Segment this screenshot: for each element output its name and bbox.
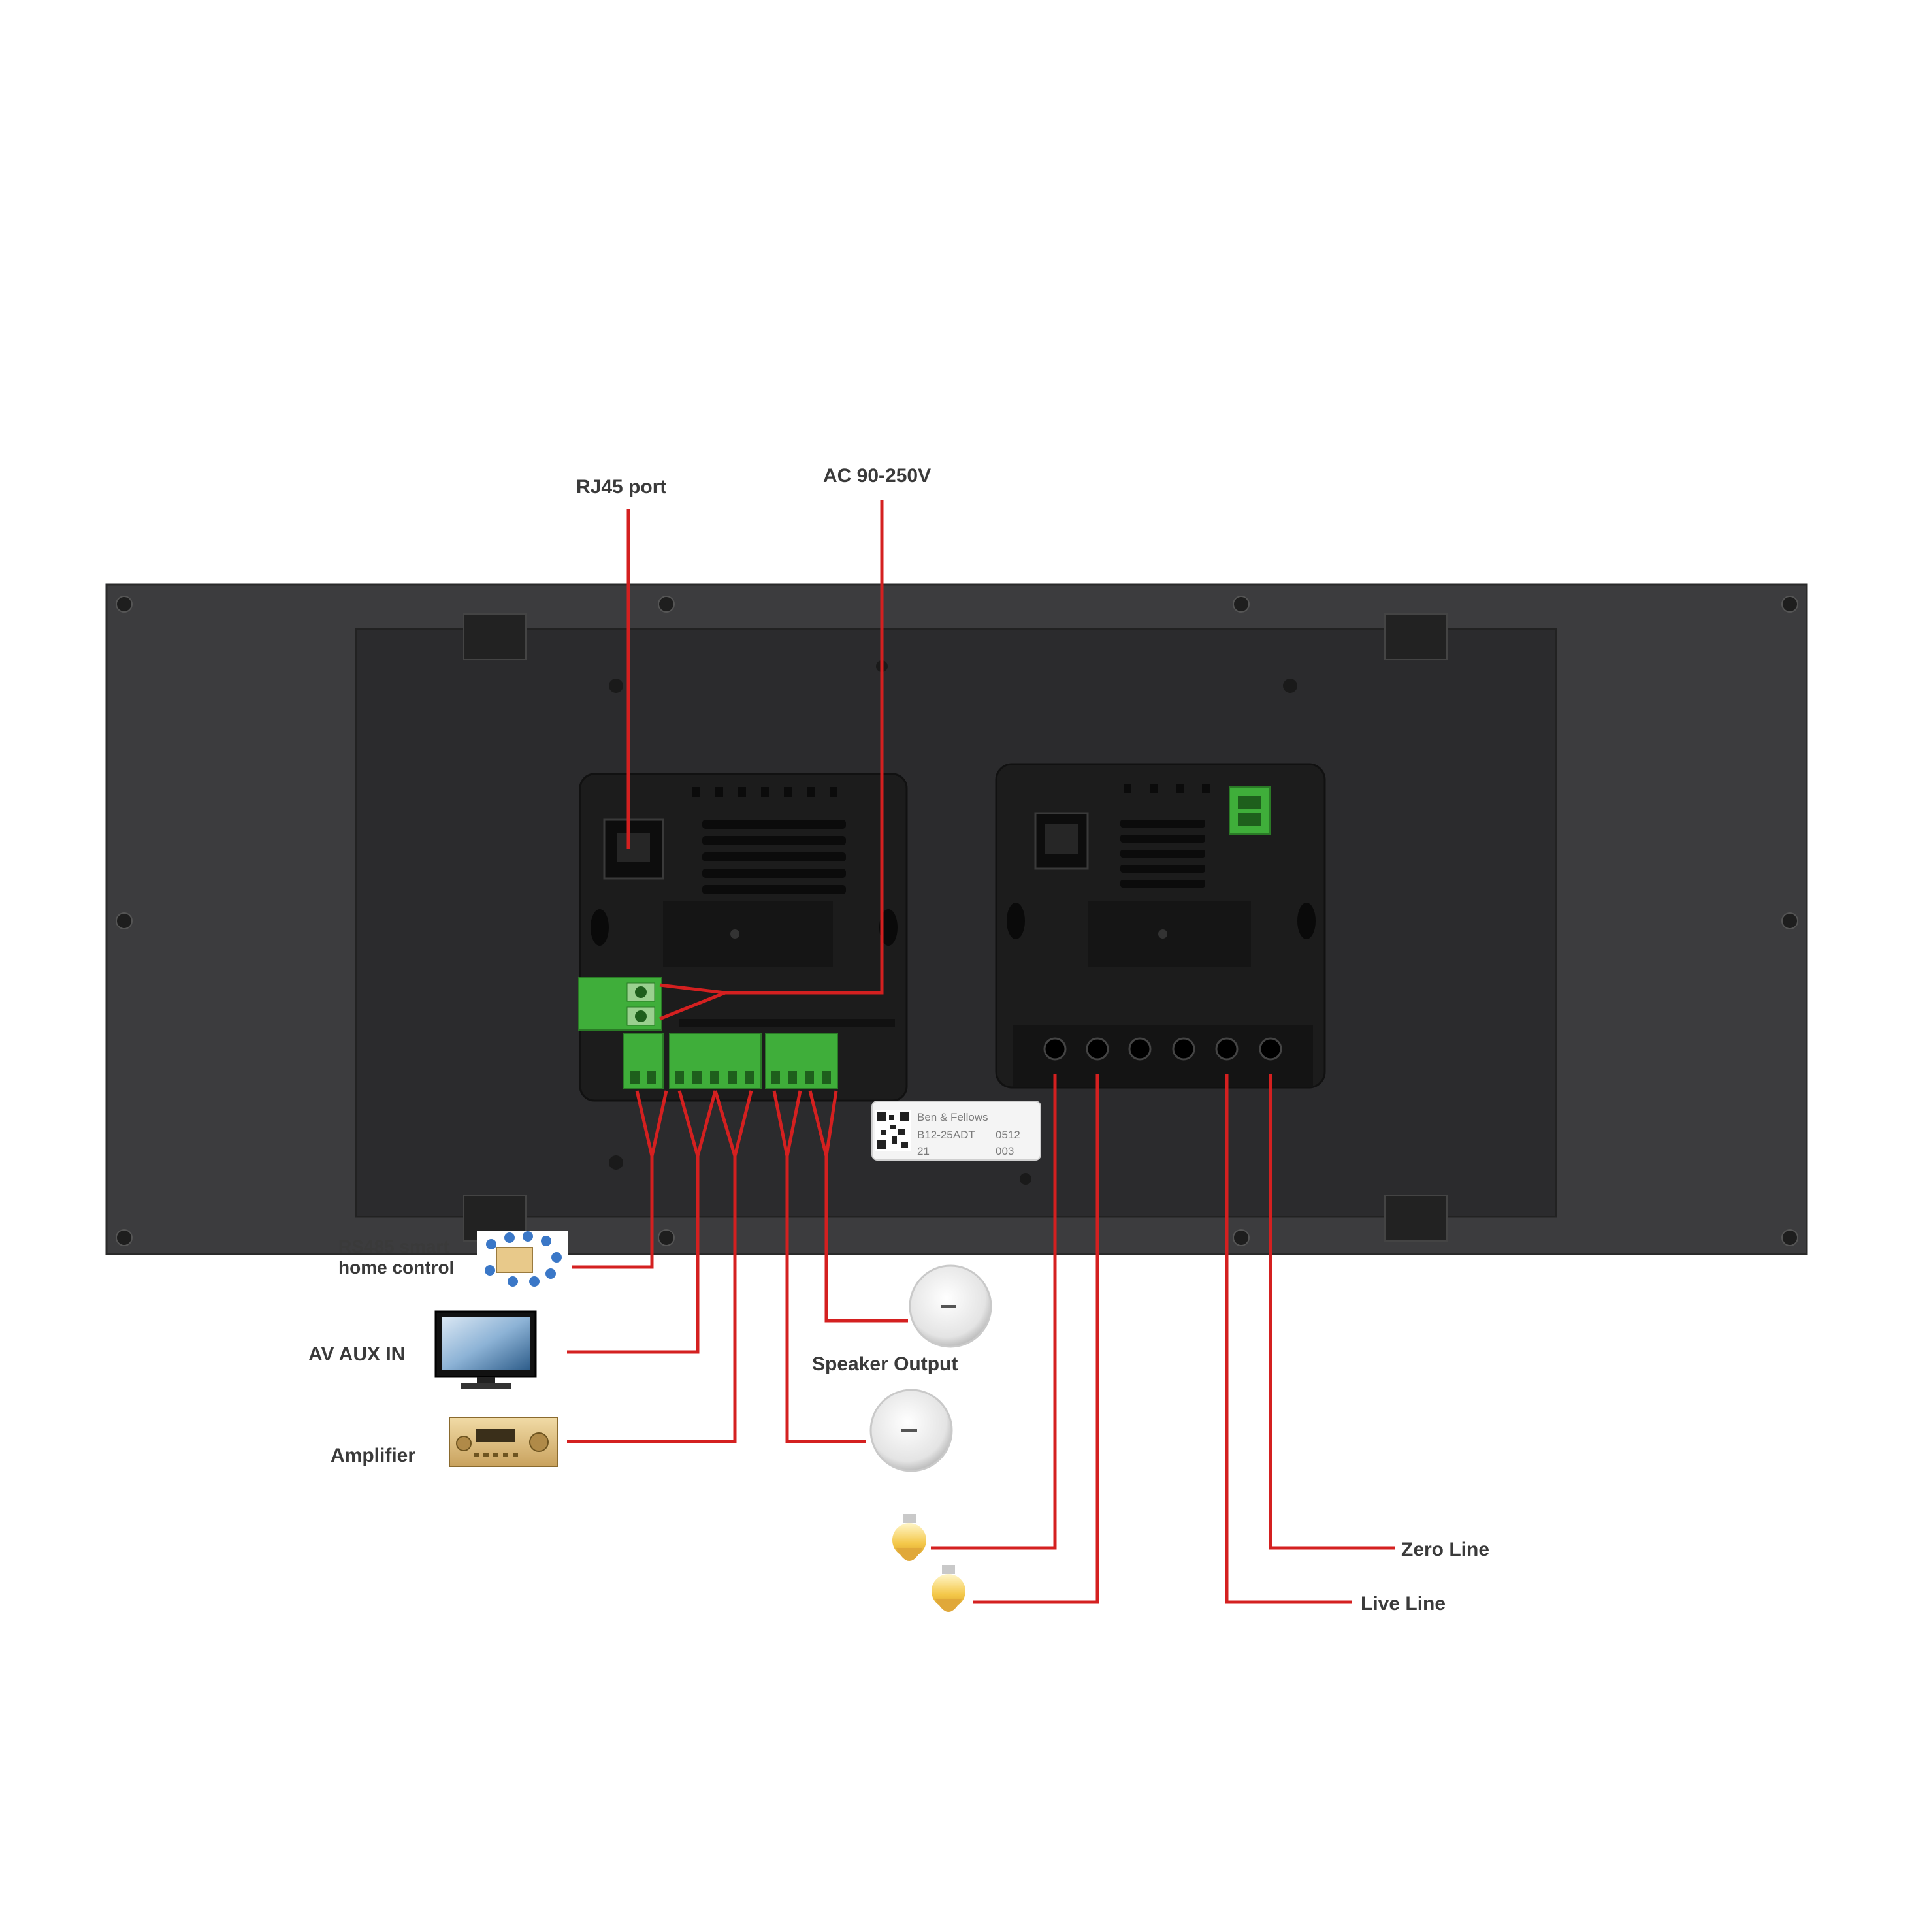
ceiling-speaker-icon-2 xyxy=(869,1389,953,1472)
label-av-aux-in: AV AUX IN xyxy=(308,1344,405,1365)
light-bulb-icon-2 xyxy=(932,1565,965,1612)
label-rs485-line1: RS485 smart xyxy=(338,1236,449,1257)
label-speaker-output: Speaker Output xyxy=(812,1353,958,1375)
label-amplifier: Amplifier xyxy=(331,1445,415,1466)
wire-spk1 xyxy=(824,1156,908,1323)
sticker-model: B12-25ADT xyxy=(917,1129,975,1141)
right-module xyxy=(995,763,1326,1089)
amplifier-icon xyxy=(449,1417,558,1467)
label-rj45-port: RJ45 port xyxy=(576,476,666,498)
tv-icon xyxy=(434,1310,537,1389)
wire-spk2 xyxy=(785,1156,866,1443)
sticker-code-1: 0512 xyxy=(996,1129,1020,1141)
wire-ac-2 xyxy=(659,991,726,1021)
sticker-code-2: 21 xyxy=(917,1145,930,1157)
terminal-block-icon xyxy=(623,1033,838,1089)
label-zero-line: Zero Line xyxy=(1401,1539,1489,1560)
wire-live xyxy=(1225,1074,1352,1604)
label-ac-power: AC 90-250V xyxy=(823,465,931,487)
wire-rs485 xyxy=(572,1156,654,1269)
vent-slots xyxy=(702,820,846,894)
sticker-code-3: 003 xyxy=(996,1145,1014,1157)
wire-zero xyxy=(1269,1074,1395,1550)
sticker-brand: Ben & Fellows xyxy=(917,1111,988,1123)
mounting-clips xyxy=(463,613,1448,1242)
wire-av xyxy=(567,1156,700,1354)
ceiling-speaker-icon xyxy=(909,1264,992,1348)
wire-light2 xyxy=(973,1074,1099,1604)
wire-light1 xyxy=(931,1074,1057,1550)
light-bulb-icon xyxy=(892,1514,926,1561)
right-module-terminal xyxy=(1229,786,1271,835)
relay-screw-terminals xyxy=(1043,1037,1282,1061)
product-sticker: Ben & Fellows B12-25ADT 0512 21 003 xyxy=(871,1101,1041,1161)
wire-ac-1 xyxy=(659,500,884,995)
panel-screws xyxy=(116,596,1798,1246)
wire-amp xyxy=(567,1156,737,1443)
qr-code-icon xyxy=(875,1110,911,1151)
connection-wires xyxy=(567,500,1395,1604)
label-live-line: Live Line xyxy=(1361,1593,1446,1615)
ac-power-terminal xyxy=(578,977,662,1031)
label-rs485-line2: home control xyxy=(338,1257,454,1278)
smart-home-icon xyxy=(477,1231,568,1287)
